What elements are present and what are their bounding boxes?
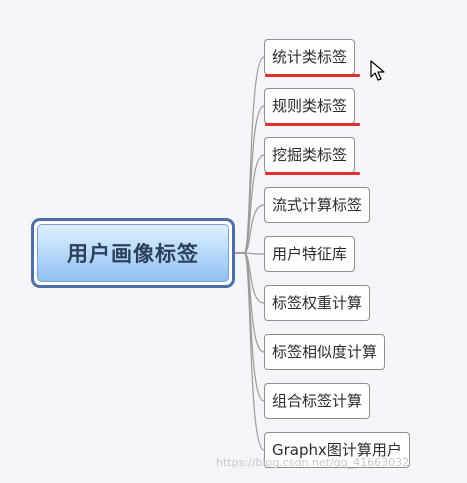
branch-node-user-feature-store[interactable]: 用户特征库 [264,236,356,272]
branch-node-rule-tags[interactable]: 规则类标签 [264,88,356,124]
watermark-text: https://blog.csdn.net/qq_41663032 [216,456,410,469]
branch-node-streaming-tags[interactable]: 流式计算标签 [264,187,371,223]
branch-node-tag-weight[interactable]: 标签权重计算 [264,285,371,321]
highlight-underline [265,74,360,77]
branch-node-graphx-users[interactable]: Graphx图计算用户 [264,432,410,468]
branch-node-combined-tags[interactable]: 组合标签计算 [264,383,371,419]
arrow-cursor-icon [370,60,385,81]
branch-node-statistics-tags[interactable]: 统计类标签 [264,39,356,75]
root-node[interactable]: 用户画像标签 [31,218,235,288]
connector-line [235,252,265,451]
branch-node-tag-similarity[interactable]: 标签相似度计算 [264,334,386,370]
highlight-underline [265,172,360,175]
branch-node-mining-tags[interactable]: 挖掘类标签 [264,137,356,173]
root-node-label: 用户画像标签 [37,224,229,282]
highlight-underline [265,123,360,126]
